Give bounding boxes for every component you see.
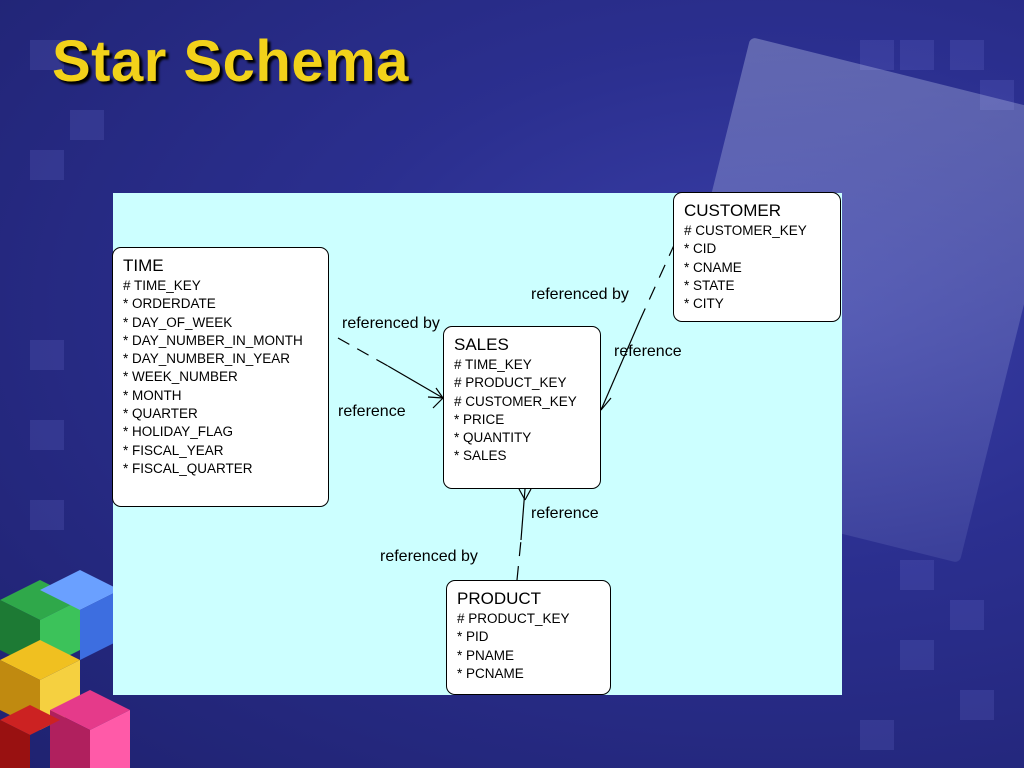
- bg-tile: [30, 40, 64, 70]
- product-sales-line-optional: [516, 539, 522, 581]
- attribute: * PNAME: [457, 647, 515, 663]
- attribute: * HOLIDAY_FLAG: [123, 424, 234, 440]
- time-sales-line-mandatory: [387, 365, 444, 399]
- sales-customer-reference-label: reference: [614, 343, 682, 360]
- product-sales-line-mandatory: [520, 488, 526, 541]
- attribute: * QUANTITY: [454, 430, 532, 446]
- attribute: # TIME_KEY: [123, 278, 201, 293]
- bg-tile: [30, 500, 64, 530]
- attribute: * SALES: [454, 448, 507, 464]
- bg-tile: [900, 560, 934, 590]
- entity-name: PRODUCT: [457, 589, 542, 608]
- color-cubes-graphic: [0, 570, 130, 768]
- attribute: * FISCAL_QUARTER: [123, 460, 253, 476]
- bg-tile: [900, 40, 934, 70]
- bg-tile: [30, 340, 64, 370]
- entity-product[interactable]: PRODUCT # PRODUCT_KEY * PID * PNAME * PC…: [446, 580, 611, 695]
- bg-tile: [960, 690, 994, 720]
- attribute: * QUARTER: [123, 406, 198, 422]
- entity-time[interactable]: TIME # TIME_KEY * ORDERDATE * DAY_OF_WEE…: [112, 247, 329, 507]
- entity-sales[interactable]: SALES # TIME_KEY # PRODUCT_KEY # CUSTOME…: [443, 326, 601, 489]
- attribute: * WEEK_NUMBER: [123, 369, 238, 385]
- attribute: * PRICE: [454, 411, 505, 427]
- attribute: * DAY_NUMBER_IN_MONTH: [123, 332, 303, 348]
- time-sales-crowfoot: [435, 387, 444, 399]
- bg-tile: [860, 40, 894, 70]
- customer-sales-line-optional: [639, 242, 676, 321]
- attribute: * CID: [684, 241, 717, 257]
- attribute: # CUSTOMER_KEY: [454, 393, 577, 409]
- customer-sales-line-mandatory: [600, 319, 641, 411]
- entity-name: SALES: [454, 335, 509, 354]
- time-sales-crowfoot: [427, 396, 444, 399]
- slide-title: Star Schema: [52, 29, 409, 94]
- attribute: # PRODUCT_KEY: [457, 611, 570, 626]
- attribute: * MONTH: [123, 387, 182, 403]
- time-sales-line-optional: [337, 337, 389, 367]
- bg-tile: [860, 720, 894, 750]
- attribute: # PRODUCT_KEY: [454, 375, 567, 391]
- attribute: * PCNAME: [457, 665, 524, 681]
- bg-tile: [30, 150, 64, 180]
- product-referenced-by-label: referenced by: [380, 548, 478, 565]
- customer-sales-crowfoot: [600, 397, 612, 411]
- bg-tile: [70, 110, 104, 140]
- customer-referenced-by-label: referenced by: [531, 286, 629, 303]
- bg-tile: [950, 600, 984, 630]
- entity-customer[interactable]: CUSTOMER # CUSTOMER_KEY * CID * CNAME * …: [673, 192, 841, 322]
- attribute-list: # TIME_KEY * ORDERDATE * DAY_OF_WEEK * D…: [123, 277, 318, 478]
- attribute: * PID: [457, 629, 489, 645]
- bg-tile: [30, 420, 64, 450]
- attribute: * CNAME: [684, 259, 742, 275]
- bg-tile: [980, 80, 1014, 110]
- bg-tile: [950, 40, 984, 70]
- attribute-list: # PRODUCT_KEY * PID * PNAME * PCNAME: [457, 610, 600, 683]
- time-referenced-by-label: referenced by: [342, 315, 440, 332]
- product-sales-crowfoot: [524, 488, 532, 501]
- attribute: * STATE: [684, 277, 735, 293]
- attribute: * ORDERDATE: [123, 296, 216, 312]
- attribute: * CITY: [684, 296, 724, 312]
- product-sales-crowfoot: [518, 488, 526, 501]
- entity-name: CUSTOMER: [684, 201, 781, 220]
- attribute-list: # CUSTOMER_KEY * CID * CNAME * STATE * C…: [684, 222, 830, 313]
- sales-product-reference-label: reference: [531, 505, 599, 522]
- time-sales-crowfoot: [432, 397, 444, 409]
- attribute: # TIME_KEY: [454, 357, 532, 372]
- attribute: * DAY_OF_WEEK: [123, 314, 233, 330]
- bg-tile: [900, 640, 934, 670]
- entity-name: TIME: [123, 256, 164, 275]
- attribute: # CUSTOMER_KEY: [684, 223, 807, 238]
- attribute-list: # TIME_KEY # PRODUCT_KEY # CUSTOMER_KEY …: [454, 356, 590, 466]
- attribute: * FISCAL_YEAR: [123, 442, 224, 458]
- attribute: * DAY_NUMBER_IN_YEAR: [123, 351, 291, 367]
- sales-time-reference-label: reference: [338, 403, 406, 420]
